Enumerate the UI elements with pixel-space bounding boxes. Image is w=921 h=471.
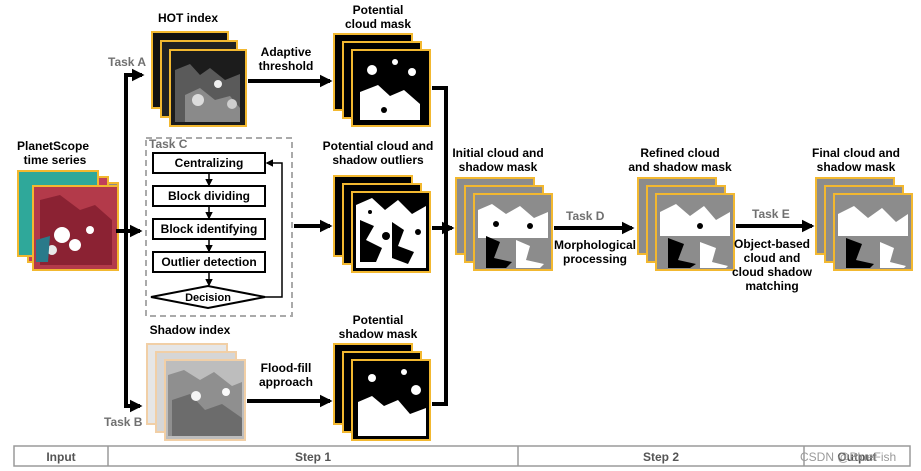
- final-title-2: shadow mask: [817, 160, 896, 174]
- step-bar-step1: Step 1: [295, 450, 331, 464]
- initial-title-1: Initial cloud and: [452, 146, 543, 160]
- psm-title-2: shadow mask: [339, 327, 418, 341]
- outliers-title-2: shadow outliers: [332, 153, 424, 167]
- step-outlier-detection: [152, 251, 266, 273]
- morph-2: processing: [563, 252, 627, 266]
- pcm-title-1: Potential: [353, 3, 404, 17]
- floodfill-1: Flood-fill: [261, 361, 312, 375]
- step-centralizing: [152, 152, 266, 174]
- adaptive-threshold-2: threshold: [259, 59, 314, 73]
- step-centralizing-label: Centralizing: [175, 156, 244, 170]
- task-c-label: Task C: [149, 137, 188, 151]
- step-bar-output: Output: [837, 450, 876, 464]
- object-1: Object-based: [734, 237, 810, 251]
- step-block-dividing-label: Block dividing: [168, 189, 250, 203]
- input-title-1: PlanetScope: [17, 139, 89, 153]
- adaptive-threshold-1: Adaptive: [261, 45, 312, 59]
- task-e-label: Task E: [752, 207, 790, 221]
- step-bar-step2: Step 2: [643, 450, 679, 464]
- potential-cloud-mask-stack: [333, 33, 431, 127]
- initial-mask-stack: [455, 177, 553, 271]
- shadow-index-stack: [146, 343, 246, 441]
- morph-1: Morphological: [554, 238, 636, 252]
- final-title-1: Final cloud and: [812, 146, 900, 160]
- step-bar-input: Input: [46, 450, 75, 464]
- step-block-identifying-label: Block identifying: [161, 222, 258, 236]
- pcm-title-2: cloud mask: [345, 17, 411, 31]
- task-d-label: Task D: [566, 209, 605, 223]
- input-branch-arrows: [116, 68, 145, 413]
- decision-label: Decision: [185, 292, 231, 304]
- input-image-stack: [17, 170, 119, 271]
- task-a-label: Task A: [108, 55, 146, 69]
- step-block-identifying: [152, 218, 266, 240]
- floodfill-2: approach: [259, 375, 313, 389]
- task-b-label: Task B: [104, 415, 143, 429]
- object-4: matching: [745, 279, 798, 293]
- input-title-2: time series: [24, 153, 87, 167]
- potential-shadow-mask-stack: [333, 343, 431, 441]
- watermark: CSDN @BlueFish: [800, 450, 896, 464]
- step-bar: Input Step 1 Step 2 Output: [13, 445, 911, 467]
- psm-title-1: Potential: [353, 313, 404, 327]
- initial-title-2: shadow mask: [459, 160, 538, 174]
- refined-title-2: and shadow mask: [628, 160, 732, 174]
- outliers-stack: [333, 175, 431, 273]
- converging-arrows: [432, 86, 455, 406]
- task-c-container: [145, 137, 293, 317]
- object-3: cloud shadow: [732, 265, 813, 279]
- decision-feedback-arrow: [265, 159, 283, 298]
- refined-title-1: Refined cloud: [640, 146, 719, 160]
- step-block-dividing: [152, 185, 266, 207]
- refined-mask-stack: [637, 177, 735, 271]
- final-mask-stack: [815, 177, 913, 271]
- outliers-title-1: Potential cloud and: [323, 139, 434, 153]
- hot-index-title: HOT index: [158, 11, 218, 25]
- shadow-index-title: Shadow index: [150, 323, 231, 337]
- task-c-flow: Centralizing Block dividing Block identi…: [150, 152, 283, 310]
- step-outlier-detection-label: Outlier detection: [161, 255, 256, 269]
- hot-index-stack: [151, 31, 247, 127]
- object-2: cloud and: [744, 251, 801, 265]
